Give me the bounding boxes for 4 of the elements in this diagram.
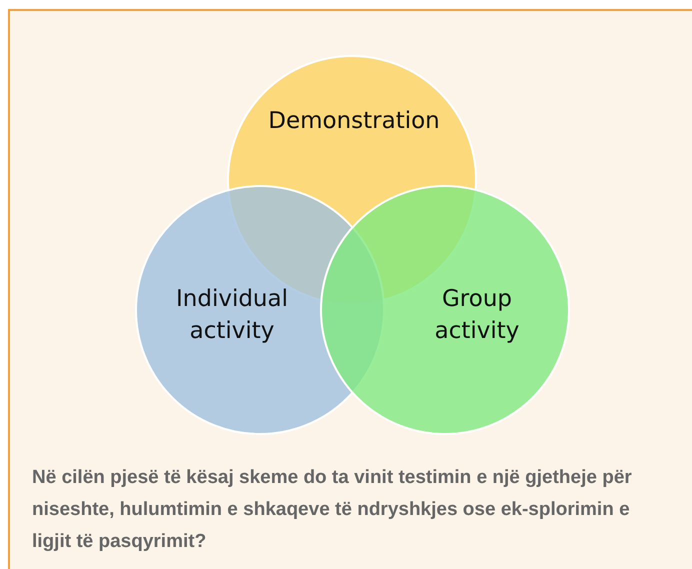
question-text: Në cilën pjesë të kësaj skeme do ta vinit testimin e një gjetheje për niseshte, hulumtimin e shkaqeve të ndryshkjes ose ek-splorimin e ligjit të pasqyrimit? [32,466,633,554]
circle-label: Individual activity [174,285,289,346]
circle-label: Demonstration [267,107,441,136]
circle-label: Group activity [434,285,520,346]
